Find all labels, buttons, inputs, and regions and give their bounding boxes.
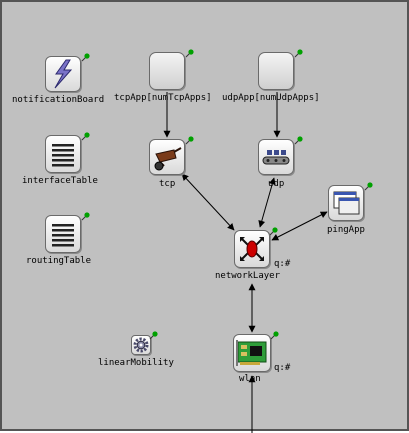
application-window-icon [328,185,364,221]
gear-icon [131,335,151,355]
pin-marker-icon [294,136,303,145]
pin-marker-icon [149,331,158,340]
pin-marker-icon [270,331,279,340]
lightning-bolt-icon [45,56,81,92]
pin-marker-icon [269,227,278,236]
wheelbarrow-icon [149,139,185,175]
node-label: interfaceTable [22,176,98,186]
node-label: routingTable [26,256,92,266]
edge-tcp-networkLayer [181,173,235,231]
router-arrows-icon [234,230,270,268]
conveyor-belt-icon [258,139,294,175]
node-label: notificationBoard [12,95,105,105]
pin-marker-icon [81,212,90,221]
blank-block-icon [258,52,294,90]
network-card-icon [233,334,271,372]
list-table-icon [45,135,81,173]
pin-marker-icon [81,132,90,141]
queue-label: q:# [274,259,291,269]
pin-marker-icon [185,136,194,145]
node-label: tcp [159,179,176,189]
node-label: pingApp [327,225,365,235]
node-label: udp [268,179,285,189]
node-label: tcpApp[numTcpApps] [114,93,212,103]
node-label: networkLayer [215,271,281,281]
queue-label: q:# [274,363,291,373]
edge-pingApp-networkLayer [271,211,328,241]
list-table-icon [45,215,81,253]
pin-marker-icon [81,53,90,62]
edge-udp-networkLayer [258,177,276,228]
pin-marker-icon [364,182,373,191]
pin-marker-icon [185,49,194,58]
pin-marker-icon [294,49,303,58]
blank-block-icon [149,52,185,90]
node-label: udpApp[numUdpApps] [222,93,320,103]
node-label: linearMobility [98,358,174,368]
node-label: wlan [239,374,261,384]
